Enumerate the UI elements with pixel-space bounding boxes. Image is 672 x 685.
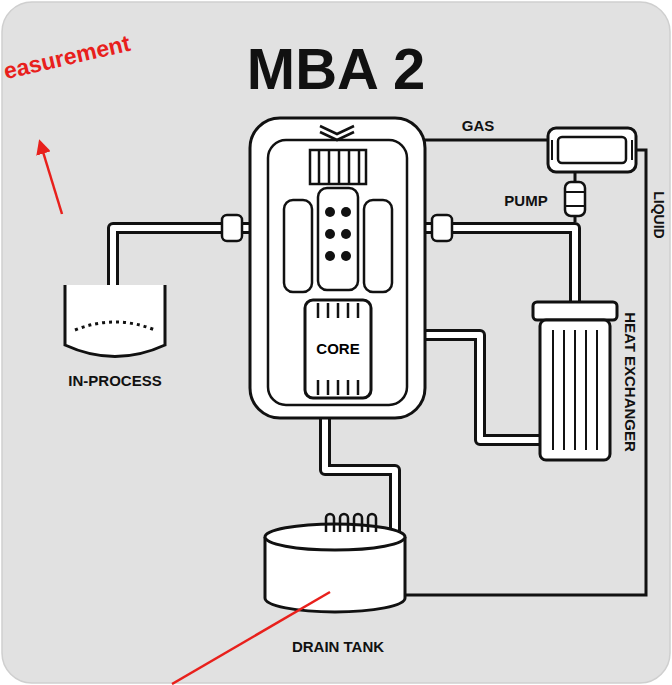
- drain-tank: [265, 514, 405, 612]
- gas-label: GAS: [462, 118, 495, 133]
- liquid-label: LIQUID: [652, 191, 666, 238]
- coupling: [432, 215, 452, 241]
- pump-label: PUMP: [504, 193, 547, 208]
- in-process-label: IN-PROCESS: [68, 373, 161, 388]
- pump-symbol: [565, 182, 585, 216]
- coupling: [222, 215, 242, 241]
- leader-arrow: [40, 142, 62, 214]
- heat-exchanger-label: HEAT EXCHANGER: [623, 312, 638, 452]
- gas-line: [418, 139, 548, 142]
- title: MBA 2: [247, 40, 425, 98]
- heat-exchanger: [533, 302, 617, 460]
- node-text: CORE: [315, 340, 360, 357]
- reactor-vessel: [250, 118, 425, 418]
- liquid-line: [405, 150, 646, 595]
- drain-tank-label: DRAIN TANK: [292, 639, 384, 654]
- in-process-tank: [65, 285, 165, 357]
- gas-separator: [548, 128, 636, 172]
- core-box: CORE: [305, 318, 371, 378]
